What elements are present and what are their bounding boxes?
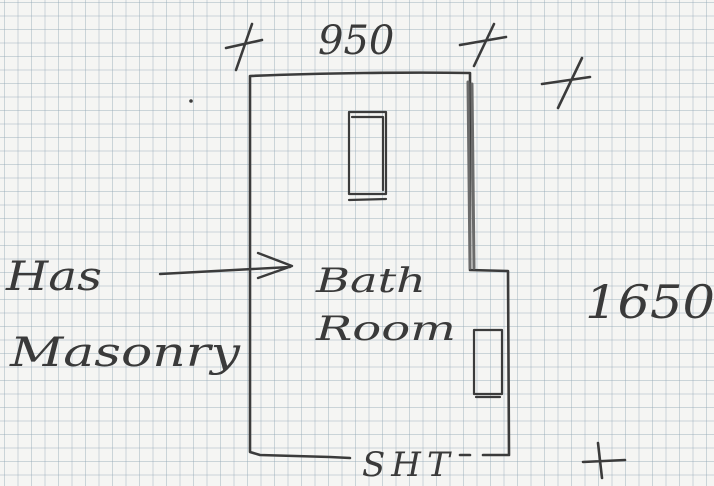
window-fixture-right xyxy=(472,328,504,399)
annotation-arrow xyxy=(158,251,294,280)
pencil-dot xyxy=(189,99,193,103)
room-name-line1: Bath xyxy=(315,261,426,301)
dim-bottom-label: SHT xyxy=(362,445,456,485)
room-name-line2: Room xyxy=(315,309,456,349)
dim-top-width: 950 xyxy=(318,18,394,64)
window-fixture-top xyxy=(347,110,388,202)
dim-tick-bottom-right xyxy=(581,441,627,480)
annotation-line1: Has xyxy=(5,254,102,300)
dim-tick-top-left xyxy=(224,22,264,72)
dim-tick-top-right xyxy=(458,22,508,68)
dim-right-height: 1650 xyxy=(585,275,714,329)
annotation-line2: Masonry xyxy=(9,330,242,376)
dim-tick-right-top xyxy=(540,56,592,110)
right-wall-shading xyxy=(466,80,476,270)
